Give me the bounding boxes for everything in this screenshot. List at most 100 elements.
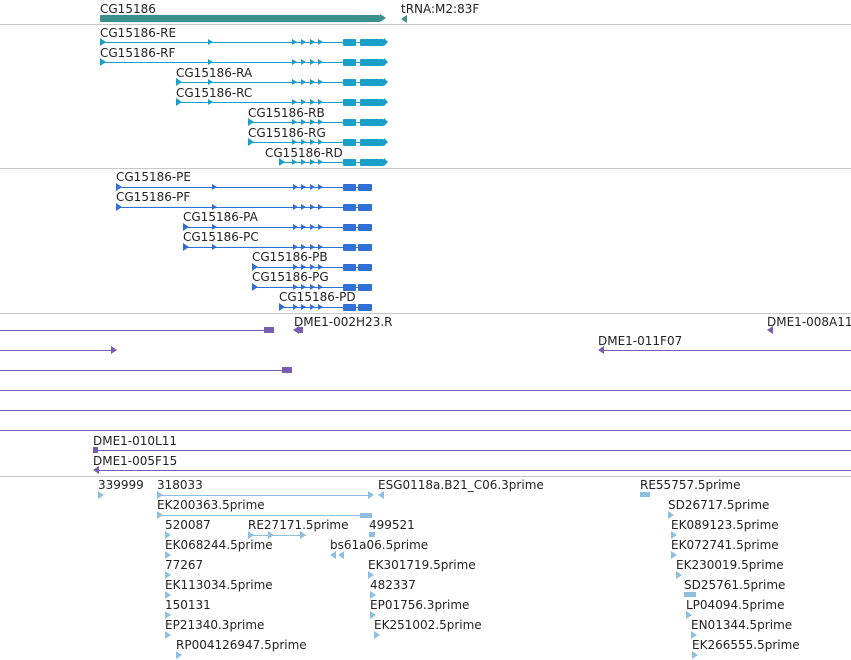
est-feature[interactable] xyxy=(368,571,374,579)
clone-feature[interactable] xyxy=(0,410,851,411)
exon-tick xyxy=(292,119,297,125)
est-feature[interactable] xyxy=(98,491,104,499)
exon-tick xyxy=(301,284,306,290)
exon-tick xyxy=(293,204,298,210)
exon-tick xyxy=(301,264,306,270)
clone-feature-arrow[interactable] xyxy=(767,326,773,334)
clone-feature-end xyxy=(282,367,292,373)
est-label: 520087 xyxy=(165,518,211,532)
exon-tick xyxy=(310,264,315,270)
protein-label: CG15186-PF xyxy=(116,190,191,204)
end-arrow xyxy=(384,158,388,166)
clone-feature[interactable] xyxy=(93,450,851,451)
start-arrow xyxy=(279,303,285,311)
clone-feature[interactable] xyxy=(0,430,851,431)
clone-label: DME1-010L11 xyxy=(93,434,177,448)
exon-tick xyxy=(318,159,323,165)
est-feature[interactable] xyxy=(686,611,692,619)
exon-block xyxy=(358,204,372,211)
end-arrow xyxy=(384,58,388,66)
est-feature[interactable] xyxy=(374,631,380,639)
transcript-label: CG15186-RF xyxy=(100,46,176,60)
est-feature[interactable] xyxy=(369,532,375,537)
est-label: EK301719.5prime xyxy=(368,558,476,572)
est-feature[interactable] xyxy=(691,631,697,639)
est-feature[interactable] xyxy=(671,531,677,539)
track-separator xyxy=(0,24,851,25)
transcript-label: CG15186-RC xyxy=(176,86,253,100)
est-feature[interactable] xyxy=(338,551,344,559)
clone-feature-arrow[interactable] xyxy=(293,326,299,334)
est-label: EK251002.5prime xyxy=(374,618,482,632)
exon-block xyxy=(343,184,356,191)
clone-feature[interactable] xyxy=(0,350,112,351)
est-feature[interactable] xyxy=(692,651,698,659)
intron-line xyxy=(100,62,384,63)
protein-label: CG15186-PB xyxy=(252,250,328,264)
start-arrow xyxy=(183,223,189,231)
est-feature[interactable] xyxy=(330,551,336,559)
est-feature[interactable] xyxy=(176,651,182,659)
end-arrow xyxy=(384,98,388,106)
est-feature[interactable] xyxy=(370,611,376,619)
est-label: ESG0118a.B21_C06.3prime xyxy=(378,478,544,492)
gene-feature[interactable] xyxy=(100,15,380,22)
est-feature[interactable] xyxy=(157,495,372,496)
est-label: EK072741.5prime xyxy=(671,538,779,552)
transcript-label: CG15186-RB xyxy=(248,106,325,120)
est-feature[interactable] xyxy=(165,551,171,559)
intron-line xyxy=(183,227,372,228)
gene-feature-arrow xyxy=(380,14,386,22)
clone-feature-arrow[interactable] xyxy=(598,346,604,354)
exon-tick xyxy=(293,184,298,190)
est-feature[interactable] xyxy=(671,551,677,559)
est-feature[interactable] xyxy=(165,631,171,639)
clone-feature-arrow[interactable] xyxy=(93,466,99,474)
exon-tick xyxy=(310,119,315,125)
est-label: 482337 xyxy=(370,578,416,592)
exon-tick xyxy=(212,244,217,250)
exon-block xyxy=(358,304,372,311)
start-arrow xyxy=(100,58,106,66)
exon-tick xyxy=(318,264,323,270)
exon-tick xyxy=(301,204,306,210)
clone-feature-arrow xyxy=(111,346,117,354)
clone-feature[interactable] xyxy=(0,390,851,391)
end-arrow xyxy=(384,38,388,46)
est-feature[interactable] xyxy=(640,492,650,497)
est-feature[interactable] xyxy=(165,531,171,539)
est-feature[interactable] xyxy=(370,591,376,599)
clone-feature-end xyxy=(264,327,274,333)
intron-line xyxy=(176,82,384,83)
est-feature[interactable] xyxy=(684,592,696,597)
exon-tick xyxy=(301,39,306,45)
est-label: SD25761.5prime xyxy=(684,578,786,592)
est-feature[interactable] xyxy=(165,591,171,599)
clone-feature[interactable] xyxy=(0,330,268,331)
est-feature[interactable] xyxy=(378,491,384,499)
exon-tick xyxy=(212,204,217,210)
est-feature[interactable] xyxy=(676,571,682,579)
track-separator xyxy=(0,476,851,477)
est-feature[interactable] xyxy=(248,535,306,536)
trna-feature[interactable] xyxy=(401,15,407,23)
exon-tick xyxy=(301,139,306,145)
clone-feature[interactable] xyxy=(604,350,851,351)
intron-line xyxy=(279,162,384,163)
intron-line xyxy=(116,187,372,188)
exon-block xyxy=(360,99,384,106)
est-feature[interactable] xyxy=(157,515,372,516)
clone-feature[interactable] xyxy=(99,470,851,471)
est-feature[interactable] xyxy=(165,611,171,619)
est-label: 318033 xyxy=(157,478,203,492)
exon-block xyxy=(343,119,356,126)
est-label: 339999 xyxy=(98,478,144,492)
start-arrow xyxy=(116,183,122,191)
clone-feature[interactable] xyxy=(0,370,288,371)
est-feature[interactable] xyxy=(668,511,674,519)
exon-block xyxy=(343,204,356,211)
est-label: EK230019.5prime xyxy=(676,558,784,572)
exon-tick xyxy=(318,39,323,45)
exon-block xyxy=(360,59,384,66)
est-feature[interactable] xyxy=(165,571,171,579)
